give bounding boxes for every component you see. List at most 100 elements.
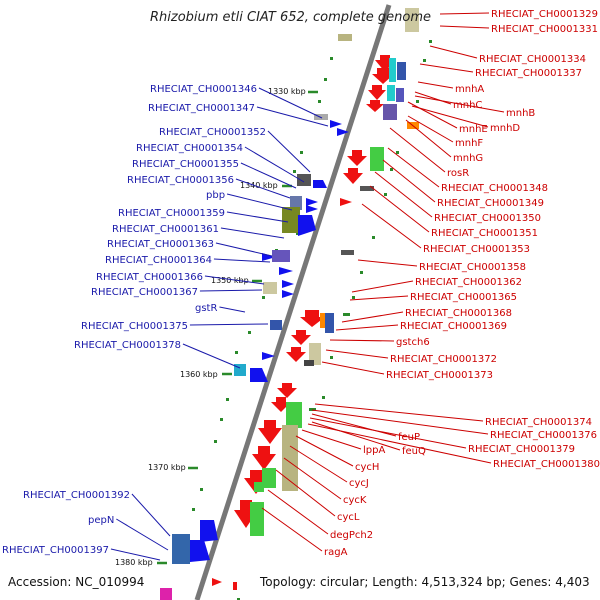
right-gene-label: cycL [337,512,360,523]
right-leader-line [439,25,490,29]
left-gene-label: RHECIAT_CH0001356 [127,175,234,186]
left-leader-line [267,130,311,173]
left-gene-label: RHECIAT_CH0001354 [136,143,243,154]
right-leader-line [389,127,446,173]
right-leader-line [321,361,385,375]
left-leader-line [226,193,293,211]
right-gene-label: RHECIAT_CH0001337 [475,68,582,79]
right-gene-label: RHECIAT_CH0001372 [390,354,497,365]
right-gene-label: RHECIAT_CH0001349 [437,198,544,209]
figure-title: Rhizobium etli CIAT 652, complete genome [150,10,431,25]
right-leader-line [314,403,484,422]
right-leader-line [325,349,389,359]
left-leader-line [204,275,265,285]
left-leader-line [226,211,289,223]
right-gene-label: RHECIAT_CH0001365 [410,292,517,303]
right-leader-line [311,413,397,437]
left-leader-line [116,518,169,551]
gene-labels: RHECIAT_CH0001329RHECIAT_CH0001331RHECIA… [2,9,600,558]
left-leader-line [213,258,271,263]
right-leader-line [407,115,454,143]
left-leader-line [182,343,241,369]
right-gene-label: mnhB [506,108,535,119]
left-gene-label: RHECIAT_CH0001397 [2,545,109,556]
right-leader-line [414,91,452,105]
right-gene-label: RHECIAT_CH0001351 [431,228,538,239]
right-gene-label: cycK [343,495,367,506]
left-leader-line [131,493,171,537]
right-leader-line [417,81,454,89]
right-leader-line [407,101,458,129]
left-leader-line [219,306,246,313]
right-gene-label: RHECIAT_CH0001369 [400,321,507,332]
right-leader-line [311,421,401,451]
right-leader-line [361,203,422,249]
left-leader-line [244,146,305,183]
right-leader-line [267,489,329,535]
right-gene-label: feuQ [402,446,426,457]
left-gene-label: RHECIAT_CH0001364 [105,255,212,266]
right-gene-label: gstch6 [396,337,430,348]
right-leader-line [335,324,399,331]
right-leader-line [329,339,395,342]
leader-lines [110,12,505,561]
left-gene-label: RHECIAT_CH0001359 [118,208,225,219]
right-leader-line [357,259,418,267]
right-gene-label: mnhF [455,138,483,149]
scale-mark: 1380 kbp [115,558,153,567]
right-gene-label: RHECIAT_CH0001350 [434,213,541,224]
right-leader-line [369,185,430,233]
right-leader-line [301,429,362,450]
right-gene-label: RHECIAT_CH0001374 [485,417,592,428]
left-gene-label: RHECIAT_CH0001347 [148,103,255,114]
left-leader-line [258,87,323,119]
right-gene-label: mnhG [453,153,483,164]
scale-mark: 1340 kbp [240,181,278,190]
right-gene-label: RHECIAT_CH0001358 [419,262,526,273]
right-gene-label: degPch2 [330,530,373,541]
scale-marks: 1330 kbp 1340 kbp 1350 kbp 1360 kbp 1370… [115,87,318,567]
right-gene-label: ragA [324,547,348,558]
right-leader-line [439,12,490,15]
right-gene-label: lppA [363,445,385,456]
left-leader-line [240,162,297,189]
left-strand-genes [160,34,352,600]
right-gene-label: RHECIAT_CH0001329 [491,9,598,20]
right-gene-label: RHECIAT_CH0001379 [468,444,575,455]
left-gene-label: RHECIAT_CH0001367 [91,287,198,298]
right-gene-label: RHECIAT_CH0001368 [405,308,512,319]
accession-text: Accession: NC_010994 [8,575,144,589]
right-gene-label: RHECIAT_CH0001362 [415,277,522,288]
left-leader-line [220,227,285,239]
left-gene-label: RHECIAT_CH0001346 [150,84,257,95]
topology-text: Topology: circular; Length: 4,513,324 bp… [259,575,590,589]
right-leader-line [414,95,505,113]
scale-mark: 1360 kbp [180,370,218,379]
left-leader-line [189,323,269,326]
left-gene-label: RHECIAT_CH0001352 [159,127,266,138]
right-gene-label: RHECIAT_CH0001373 [386,370,493,381]
scale-mark: 1370 kbp [148,463,186,472]
left-gene-label: RHECIAT_CH0001375 [81,321,188,332]
left-gene-label: RHECIAT_CH0001392 [23,490,130,501]
left-leader-line [235,178,291,199]
right-leader-line [295,435,354,467]
right-gene-label: cycH [355,462,379,473]
right-strand-genes [212,8,419,590]
right-gene-label: RHECIAT_CH0001380 [493,459,600,470]
left-leader-line [215,242,273,257]
left-gene-label: RHECIAT_CH0001378 [74,340,181,351]
right-gene-label: cycJ [349,478,369,489]
right-leader-line [374,171,433,218]
right-gene-label: feuP [398,432,420,443]
right-gene-label: mnhD [490,123,520,134]
right-gene-label: RHECIAT_CH0001376 [490,430,597,441]
right-gene-label: mnhC [453,100,482,111]
left-gene-label: pepN [88,515,114,526]
left-leader-line [199,289,263,292]
right-leader-line [349,295,409,301]
scale-mark: 1330 kbp [268,87,306,96]
left-leader-line [256,106,329,127]
left-gene-label: pbp [206,190,225,201]
